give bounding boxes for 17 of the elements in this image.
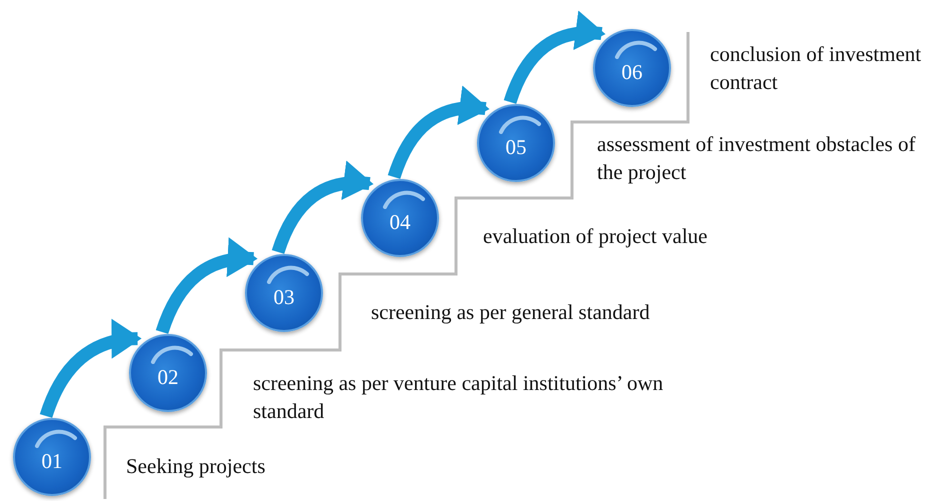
- step-number: 05: [506, 136, 526, 158]
- step-number: 04: [390, 212, 410, 232]
- curved-arrow: [388, 86, 490, 180]
- curved-arrow: [272, 162, 374, 254]
- step-label: conclusion of investment contract: [710, 41, 922, 96]
- step-number: 03: [274, 286, 294, 308]
- step-number: 02: [158, 366, 178, 388]
- step-label: assessment of investment obstacles of the project: [597, 131, 916, 186]
- step-label: screening as per venture capital institutions’ own standard: [253, 370, 664, 425]
- step-number: 01: [42, 450, 62, 472]
- curved-arrow: [156, 238, 258, 334]
- curved-arrow: [504, 12, 606, 104]
- step-number: 06: [622, 62, 642, 82]
- step-label: evaluation of project value: [483, 223, 708, 250]
- curved-arrow: [40, 320, 142, 418]
- step-label: screening as per general standard: [371, 299, 651, 326]
- step-label: Seeking projects: [126, 453, 266, 480]
